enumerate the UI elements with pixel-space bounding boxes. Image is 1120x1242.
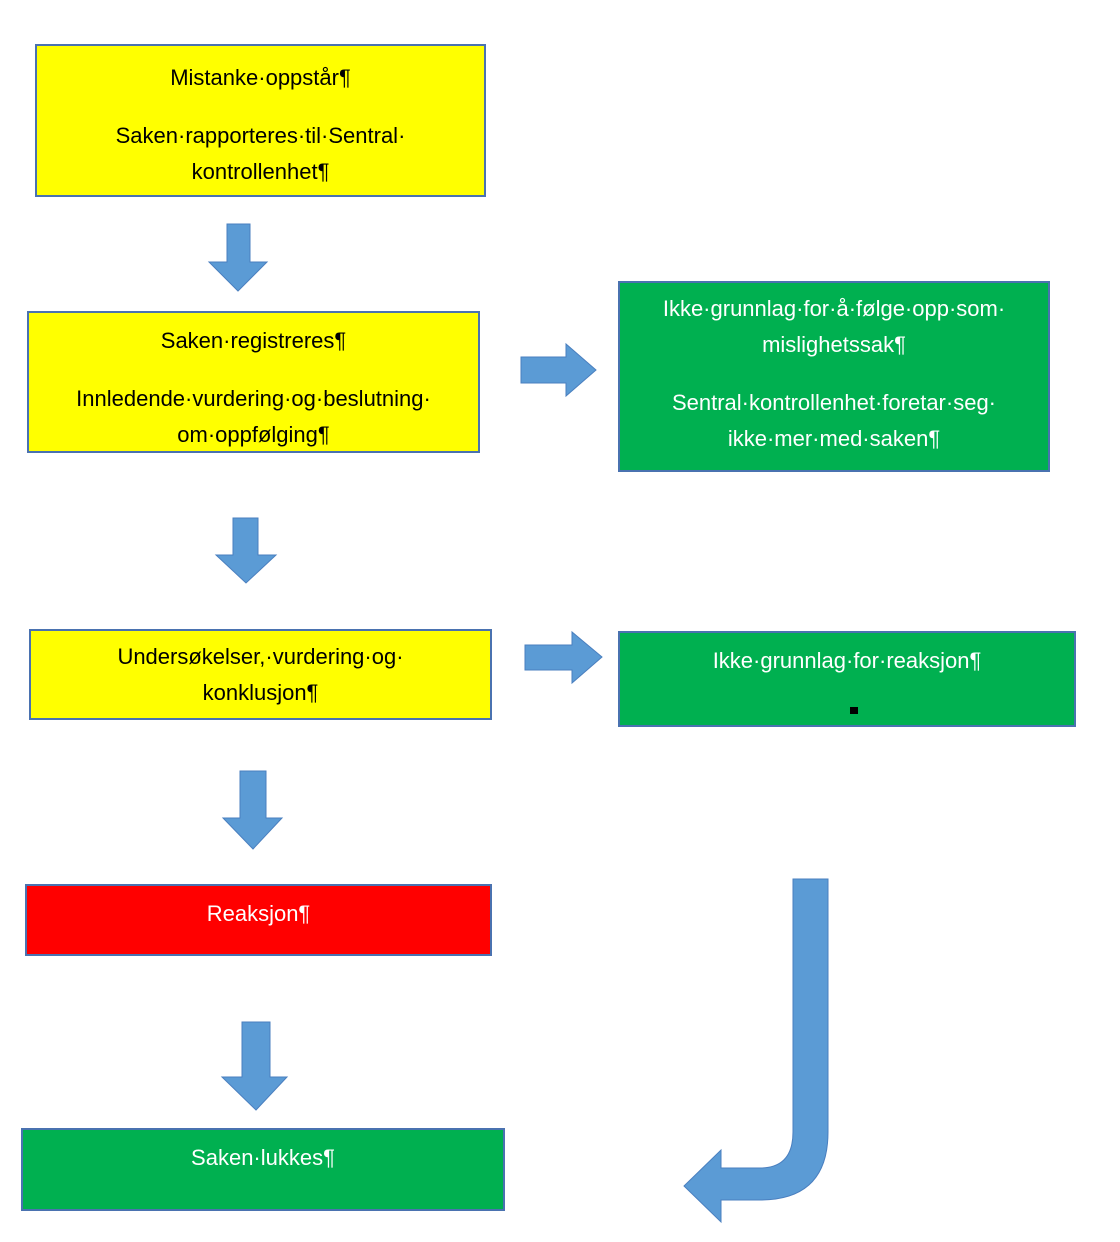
down-arrow-4 (220, 1021, 289, 1111)
down-arrow-2 (214, 517, 278, 584)
down-arrow-1 (207, 223, 269, 292)
right-arrow-1 (520, 342, 597, 398)
side1-title: Ikke·grunnlag·for·å·følge·opp·som· misli… (662, 296, 1006, 357)
step4-title: Reaksjon¶ (206, 901, 311, 926)
step-investigation: Undersøkelser,·vurdering·og· konklusjon¶ (29, 629, 492, 720)
step-case-closed: Saken·lukkes¶ (21, 1128, 505, 1211)
step2-text: Innledende·vurdering·og·beslutning· om·o… (76, 386, 431, 447)
step2-title: Saken·registreres¶ (160, 328, 347, 353)
outcome-no-basis-reaction: Ikke·grunnlag·for·reaksjon¶ (618, 631, 1076, 727)
step1-text: Saken·rapporteres·til·Sentral· kontrolle… (115, 123, 406, 184)
step1-title: Mistanke·oppstår¶ (170, 65, 351, 90)
side2-title: Ikke·grunnlag·for·reaksjon¶ (712, 648, 982, 673)
down-arrow-3 (221, 770, 284, 850)
step-reaction: Reaksjon¶ (25, 884, 492, 956)
step-suspicion-arises: Mistanke·oppstår¶ Saken·rapporteres·til·… (35, 44, 486, 197)
right-arrow-2 (524, 630, 603, 685)
side1-text: Sentral·kontrollenhet·foretar·seg· ikke·… (671, 390, 997, 451)
curved-return-arrow (683, 878, 829, 1224)
step5-title: Saken·lukkes¶ (191, 1145, 335, 1170)
outcome-no-basis-followup: Ikke·grunnlag·for·å·følge·opp·som· misli… (618, 281, 1050, 472)
paragraph-mark (850, 707, 858, 714)
step3-title: Undersøkelser,·vurdering·og· konklusjon¶ (117, 644, 404, 705)
step-case-registered: Saken·registreres¶ Innledende·vurdering·… (27, 311, 480, 453)
